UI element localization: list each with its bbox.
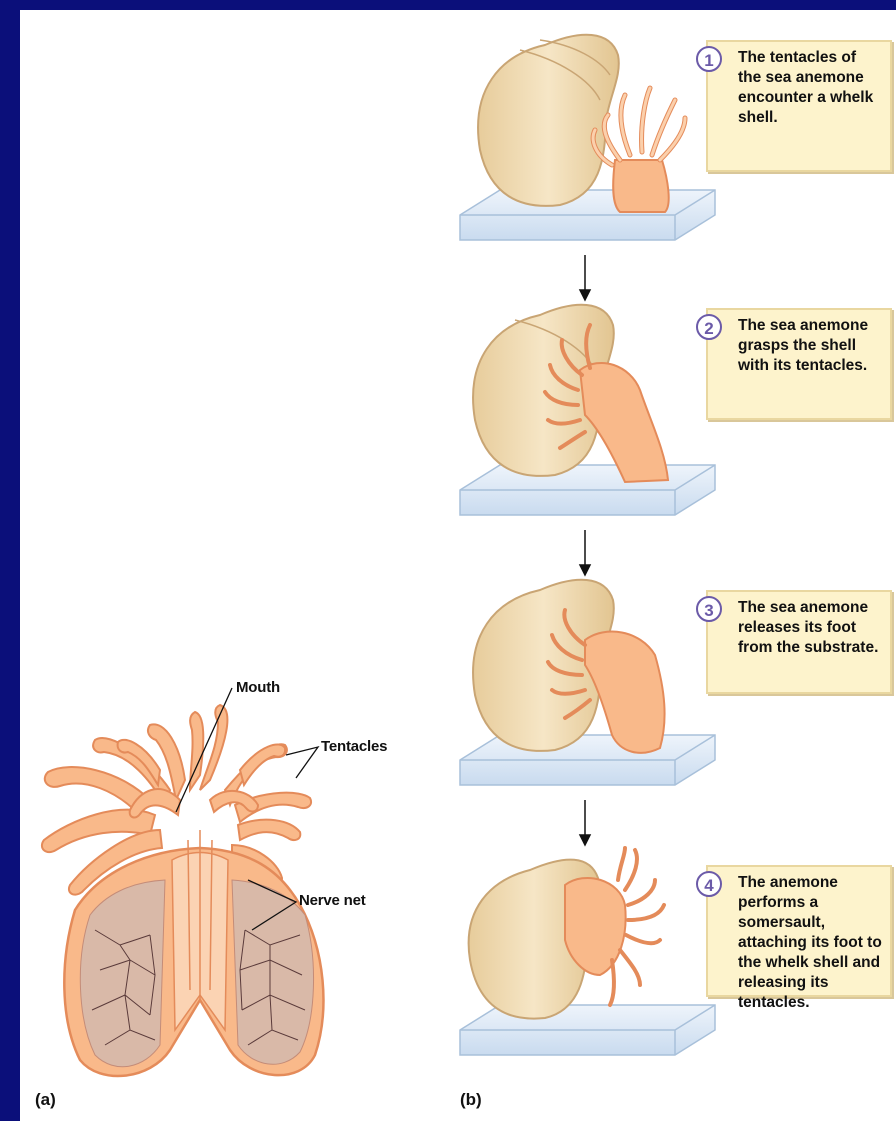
- step-1-box: 1 The tentacles of the sea anemone encou…: [706, 40, 892, 172]
- step-2-box: 2 The sea anemone grasps the shell with …: [706, 308, 892, 420]
- step-4-box: 4 The anemone performs a somersault, att…: [706, 865, 892, 997]
- scene-4: [460, 848, 715, 1055]
- nerve-net-label: Nerve net: [299, 892, 366, 909]
- mouth-label: Mouth: [236, 679, 280, 696]
- step-1-number: 1: [696, 46, 722, 72]
- panel-b-label: (b): [460, 1090, 482, 1110]
- panel-a-label: (a): [35, 1090, 56, 1110]
- step-3-box: 3 The sea anemone releases its foot from…: [706, 590, 892, 694]
- anemone-section: [42, 688, 324, 1076]
- step-2-number: 2: [696, 314, 722, 340]
- step-4-number: 4: [696, 871, 722, 897]
- tentacles-label: Tentacles: [321, 738, 387, 755]
- step-2-text: The sea anemone grasps the shell with it…: [738, 316, 882, 376]
- step-3-text: The sea anemone releases its foot from t…: [738, 598, 882, 658]
- step-3-number: 3: [696, 596, 722, 622]
- scene-3: [460, 580, 715, 785]
- scene-2: [460, 305, 715, 515]
- step-4-text: The anemone performs a somersault, attac…: [738, 873, 882, 1013]
- scene-1: [460, 35, 715, 240]
- step-1-text: The tentacles of the sea anemone encount…: [738, 48, 882, 128]
